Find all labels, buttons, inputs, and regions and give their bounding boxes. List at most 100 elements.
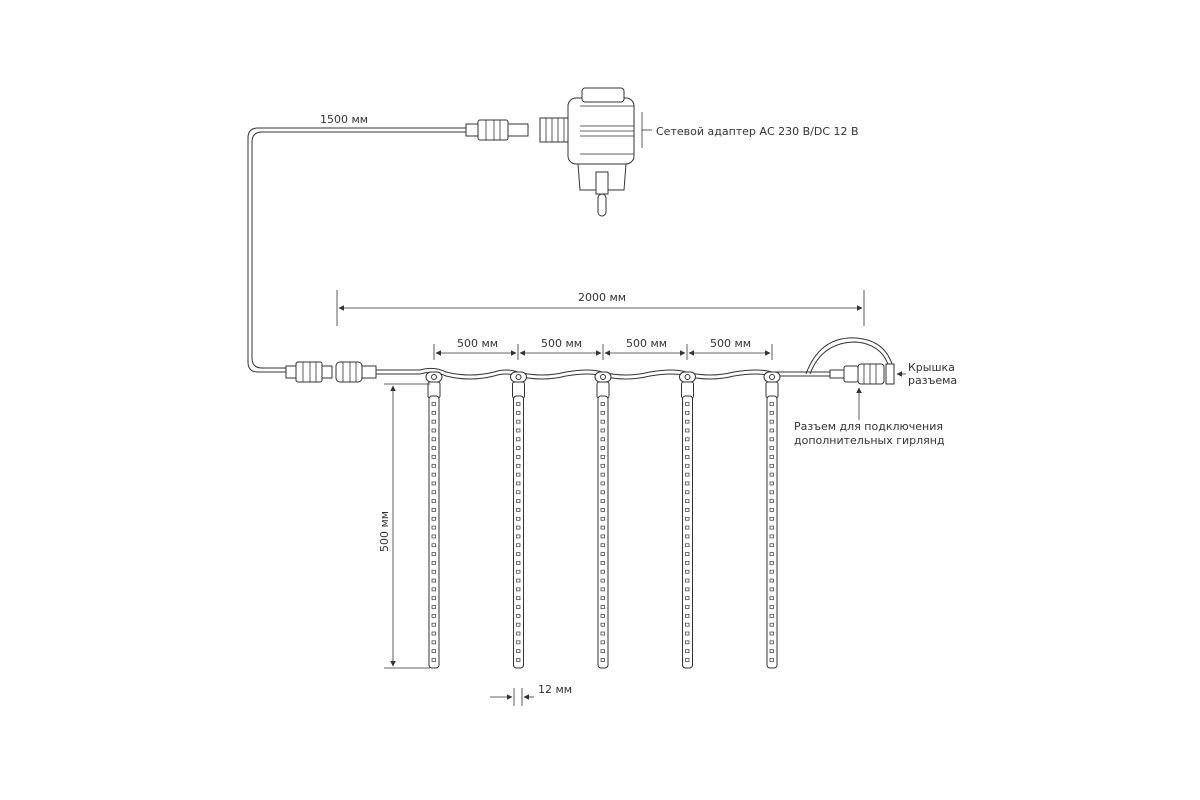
led-dot — [600, 534, 605, 539]
led-dot — [516, 508, 521, 512]
led-dot — [769, 402, 774, 406]
led-dot — [431, 658, 436, 662]
led-dot — [516, 534, 521, 539]
tube-diameter-label: 12 мм — [538, 683, 572, 696]
led-dot — [769, 649, 774, 654]
led-dot — [769, 569, 774, 574]
led-dot — [431, 543, 436, 548]
led-dot — [431, 534, 436, 539]
total-length-dimension — [336, 290, 865, 326]
led-dot — [685, 649, 690, 654]
connector-cap — [805, 337, 895, 385]
led-dot — [600, 428, 605, 433]
led-dot — [516, 490, 521, 495]
led-dot — [769, 640, 774, 645]
led-tube — [510, 371, 527, 669]
led-dot — [685, 631, 690, 636]
led-dot — [685, 516, 690, 521]
led-dot — [685, 419, 690, 424]
led-dot — [516, 481, 521, 486]
adapter-label: Сетевой адаптер АС 230 В/DC 12 В — [656, 125, 859, 138]
led-dot — [516, 455, 521, 459]
led-dot — [431, 578, 436, 583]
led-dot — [431, 472, 436, 477]
connector-label-1: Разъем для подключения — [794, 420, 943, 433]
led-dot — [431, 640, 436, 645]
led-dot — [516, 525, 521, 530]
led-dot — [769, 446, 774, 450]
led-dot — [600, 552, 605, 556]
led-dot — [431, 428, 436, 433]
led-dot — [600, 508, 605, 512]
connector-label-2: дополнительных гирлянд — [794, 434, 945, 447]
led-dot — [600, 614, 605, 618]
led-dot — [431, 437, 436, 442]
tube-body — [682, 395, 693, 669]
led-dot — [600, 402, 605, 406]
led-dot — [769, 525, 774, 530]
led-dot — [685, 658, 690, 662]
led-dot — [685, 472, 690, 477]
led-dot — [600, 490, 605, 495]
led-dot — [685, 596, 690, 601]
tube-body — [597, 395, 609, 669]
led-dot — [600, 525, 605, 530]
led-dot — [685, 437, 690, 442]
total-length-label: 2000 мм — [578, 291, 626, 304]
tube-clip-hole — [769, 374, 775, 380]
led-dot — [769, 455, 774, 459]
tube-body — [428, 395, 440, 669]
led-dot — [769, 552, 774, 556]
led-dot — [516, 640, 521, 645]
led-dot — [431, 490, 436, 495]
main-wire — [376, 367, 830, 380]
spacing-label-3: 500 мм — [626, 337, 667, 350]
led-dot — [431, 587, 436, 592]
tube-body — [766, 395, 778, 669]
led-dot — [600, 649, 605, 654]
led-dot — [769, 472, 774, 477]
led-dot — [769, 596, 774, 601]
led-dot — [769, 481, 774, 486]
led-dot — [431, 499, 436, 503]
led-dot — [431, 561, 436, 565]
led-dot — [431, 614, 436, 618]
led-dot — [516, 658, 521, 662]
led-dot — [769, 605, 774, 609]
cap-label-1: Крышка — [908, 361, 955, 374]
led-dot — [600, 463, 605, 468]
led-dot — [769, 490, 774, 495]
led-dot — [685, 508, 690, 512]
led-dot — [600, 569, 605, 574]
led-dot — [431, 410, 436, 415]
led-dot — [516, 543, 521, 548]
led-dot — [769, 499, 774, 503]
led-dot — [600, 543, 605, 548]
led-dot — [769, 561, 774, 565]
led-tubes — [425, 371, 781, 669]
led-dot — [769, 508, 774, 512]
tube-clip-hole — [515, 374, 522, 380]
led-dot — [431, 649, 436, 654]
led-dot — [516, 578, 521, 583]
led-dot — [600, 658, 605, 662]
led-dot — [516, 631, 521, 636]
cable-plug-top — [465, 119, 529, 141]
led-dot — [600, 516, 605, 521]
led-dot — [431, 596, 436, 601]
tube-body — [513, 395, 524, 669]
led-dot — [516, 552, 521, 556]
power-adapter-icon — [539, 87, 635, 217]
led-dot — [769, 534, 774, 539]
led-dot — [516, 561, 521, 565]
led-dot — [600, 499, 605, 503]
led-dot — [685, 640, 690, 645]
led-dot — [431, 463, 436, 468]
spacing-label-4: 500 мм — [710, 337, 751, 350]
led-dot — [685, 446, 690, 450]
led-dot — [600, 596, 605, 601]
led-dot — [431, 622, 436, 627]
led-dot — [600, 578, 605, 583]
led-dot — [769, 410, 774, 415]
led-dot — [769, 614, 774, 618]
